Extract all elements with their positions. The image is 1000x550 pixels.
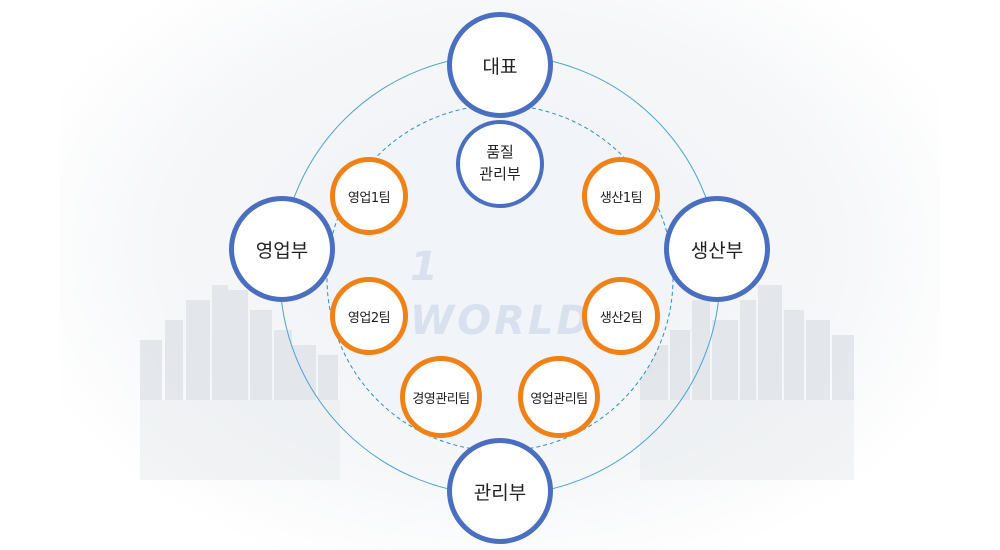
sales-team1-node: 영업1팀 xyxy=(330,157,408,235)
quality-dept-label-line1: 품질 xyxy=(486,143,514,162)
quality-dept-label-line2: 관리부 xyxy=(479,165,521,183)
sales-dept-node: 영업부 xyxy=(229,196,335,302)
sales-mgmt-team-node: 영업관리팀 xyxy=(518,356,600,438)
world-logo: 1 WORLD xyxy=(410,244,593,344)
business-mgmt-team-node: 경영관리팀 xyxy=(400,356,482,438)
production-team1-node: 생산1팀 xyxy=(582,157,660,235)
quality-dept-node: 품질 관리부 xyxy=(456,120,544,208)
sales-team2-node: 영업2팀 xyxy=(330,277,408,355)
management-dept-node: 관리부 xyxy=(447,438,553,544)
production-dept-node: 생산부 xyxy=(664,196,770,302)
ceo-node: 대표 xyxy=(447,12,553,118)
production-team2-node: 생산2팀 xyxy=(582,277,660,355)
